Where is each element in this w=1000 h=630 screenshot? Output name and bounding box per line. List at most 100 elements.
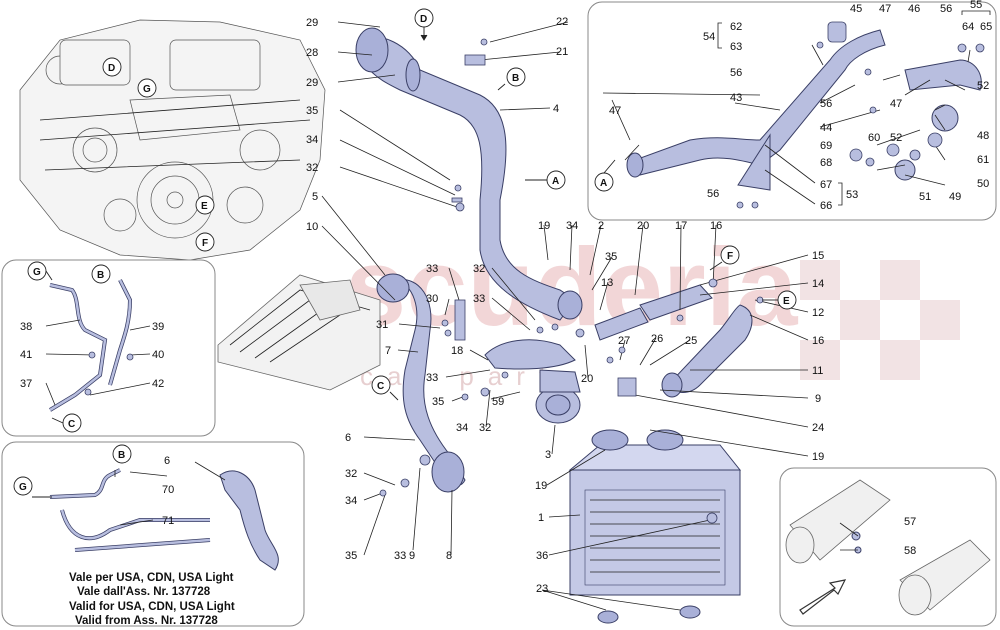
ref-g: G: [143, 84, 151, 95]
ref-b: B: [118, 450, 125, 461]
callout-1: 1: [538, 512, 544, 524]
ref-a: A: [600, 178, 607, 189]
tube-38: [48, 279, 133, 412]
callout-56: 56: [730, 67, 742, 79]
fittings: [84, 21, 985, 524]
callout-65: 65: [980, 21, 992, 33]
callout-32: 32: [345, 468, 357, 480]
callout-59: 59: [492, 396, 504, 408]
callout-23: 23: [536, 583, 548, 595]
note-line-4: Valid from Ass. Nr. 137728: [75, 615, 218, 627]
group-brackets: [717, 10, 991, 206]
callout-33: 33: [394, 550, 406, 562]
callout-35: 35: [432, 396, 444, 408]
inset-box-left-middle: [1, 259, 216, 437]
callout-4: 4: [553, 103, 559, 115]
callout-33: 33: [473, 293, 485, 305]
callout-43: 43: [730, 92, 742, 104]
callout-22: 22: [556, 16, 568, 28]
callout-11: 11: [812, 365, 823, 377]
callout-32: 32: [479, 422, 491, 434]
callout-51: 51: [919, 191, 931, 203]
callout-5: 5: [312, 191, 318, 203]
callout-6: 6: [345, 432, 351, 444]
leader-lines: [45, 21, 971, 611]
applicability-notes: Vale per USA, CDN, USA Light Vale dall'A…: [69, 572, 235, 627]
ref-f: F: [727, 251, 733, 262]
turbo-3: [535, 369, 581, 424]
callout-55: 55: [970, 0, 982, 11]
callout-6: 6: [164, 455, 170, 467]
callout-32: 32: [473, 263, 485, 275]
callout-34: 34: [306, 134, 318, 146]
callout-36: 36: [536, 550, 548, 562]
ref-arrows: [32, 27, 778, 498]
callout-64: 64: [962, 21, 974, 33]
callout-2: 2: [598, 220, 604, 232]
callout-41: 41: [20, 349, 32, 361]
inset-box-left-bottom: [1, 441, 305, 627]
ref-c: C: [377, 381, 384, 392]
callout-30: 30: [426, 293, 438, 305]
callout-54: 54: [703, 31, 715, 43]
ref-e: E: [201, 201, 208, 212]
callout-39: 39: [152, 321, 164, 333]
callout-52: 52: [890, 132, 902, 144]
ref-g: G: [33, 267, 41, 278]
ref-g: G: [19, 482, 27, 493]
air-box: [217, 274, 381, 391]
reference-letters: D G E F D B A F E C G B C B G A: [19, 14, 790, 493]
callout-47: 47: [609, 105, 621, 117]
callout-34: 34: [345, 495, 357, 507]
ref-circles: [13, 8, 797, 496]
pipe-6: [376, 273, 466, 493]
pipe-46: [894, 59, 982, 181]
callout-19: 19: [538, 220, 550, 232]
callout-66: 66: [820, 200, 832, 212]
callout-13: 13: [601, 277, 613, 289]
inset-box-top-right: [587, 1, 997, 221]
detail-pipes: [785, 479, 991, 616]
callout-67: 67: [820, 179, 832, 191]
callout-56: 56: [940, 3, 952, 15]
callout-29: 29: [306, 77, 318, 89]
callout-49: 49: [949, 191, 961, 203]
callout-47: 47: [879, 3, 891, 15]
callout-58: 58: [904, 545, 916, 557]
engine-illustration: [19, 19, 326, 261]
callout-33: 33: [426, 372, 438, 384]
callout-28: 28: [306, 47, 318, 59]
callout-16: 16: [812, 335, 824, 347]
callout-numbers: 29 28 29 35 34 32 5 10 22 21 4 19 34 2 3…: [20, 0, 992, 595]
callout-20: 20: [581, 373, 593, 385]
callout-42: 42: [152, 378, 164, 390]
pipe-4: [355, 27, 583, 321]
note-line-1: Vale per USA, CDN, USA Light: [69, 572, 234, 584]
callout-10: 10: [306, 221, 318, 233]
callout-69: 69: [820, 140, 832, 152]
callout-9: 9: [815, 393, 821, 405]
inset-box-bottom-right: [779, 467, 997, 627]
callout-29: 29: [306, 17, 318, 29]
callout-37: 37: [20, 378, 32, 390]
callout-31: 31: [376, 319, 388, 331]
callout-38: 38: [20, 321, 32, 333]
ref-c: C: [68, 419, 75, 430]
ref-d: D: [108, 63, 115, 74]
callout-62: 62: [730, 21, 742, 33]
callout-3: 3: [545, 449, 551, 461]
callout-14: 14: [812, 278, 824, 290]
callout-9: 9: [409, 550, 415, 562]
callout-47: 47: [890, 98, 902, 110]
callout-68: 68: [820, 157, 832, 169]
callout-32: 32: [306, 162, 318, 174]
ref-b: B: [512, 73, 519, 84]
callout-7: 7: [385, 345, 391, 357]
pipe-18: [484, 339, 576, 370]
ref-b: B: [97, 270, 104, 281]
callout-15: 15: [812, 250, 824, 262]
note-line-2: Vale dall'Ass. Nr. 137728: [77, 586, 211, 598]
callout-35: 35: [306, 105, 318, 117]
ref-d: D: [420, 14, 427, 25]
